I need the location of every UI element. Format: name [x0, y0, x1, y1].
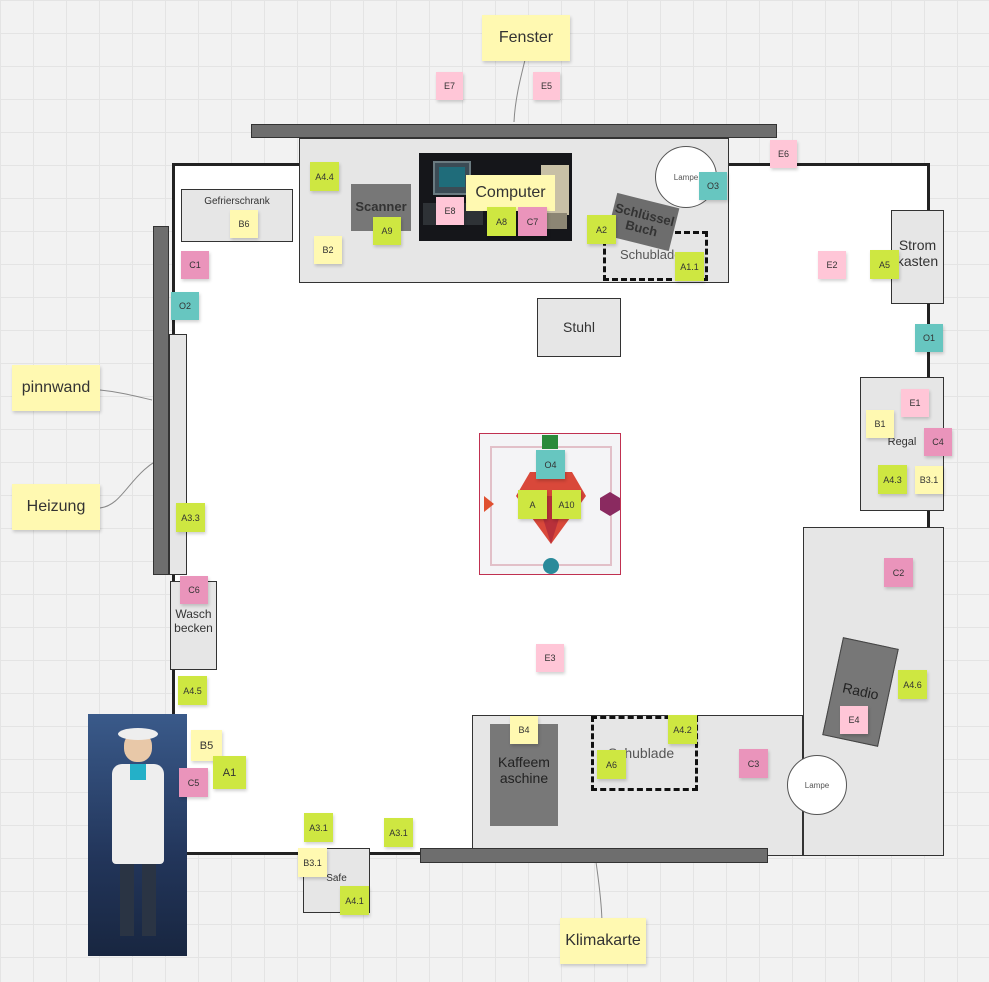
callout-heizung[interactable]: Heizung [12, 484, 100, 530]
professor-image[interactable] [88, 714, 187, 956]
note-c1[interactable]: C1 [181, 251, 209, 279]
gefrierschrank-label: Gefrierschrank [204, 196, 270, 207]
note-a4-6[interactable]: A4.6 [898, 670, 927, 699]
stuhl[interactable]: Stuhl [537, 298, 621, 357]
radio-label: Radio [841, 679, 881, 703]
note-o1[interactable]: O1 [915, 324, 943, 352]
note-o4[interactable]: O4 [536, 450, 565, 479]
lamp-bottom-label: Lampe [804, 780, 830, 790]
note-b3-1-safe[interactable]: B3.1 [298, 848, 327, 877]
note-a4-1[interactable]: A4.1 [340, 886, 369, 915]
note-a1[interactable]: A1 [213, 756, 246, 789]
callout-fenster[interactable]: Fenster [482, 15, 570, 61]
note-a5[interactable]: A5 [870, 250, 899, 279]
note-e1[interactable]: E1 [901, 389, 929, 417]
lab-coat-icon [112, 764, 164, 864]
note-a6[interactable]: A6 [597, 750, 626, 779]
note-b4[interactable]: B4 [510, 716, 538, 744]
stromkasten-label: Strom kasten [896, 237, 939, 270]
note-a8[interactable]: A8 [487, 207, 516, 236]
kaffeemaschine-label: Kaffeem aschine [498, 754, 550, 787]
note-e8[interactable]: E8 [436, 197, 464, 225]
callout-klimakarte[interactable]: Klimakarte [560, 918, 646, 964]
note-b2[interactable]: B2 [314, 236, 342, 264]
waschbecken-label: Wasch becken [174, 607, 213, 635]
note-e3[interactable]: E3 [536, 644, 564, 672]
note-a3-1-left[interactable]: A3.1 [304, 813, 333, 842]
note-b1[interactable]: B1 [866, 410, 894, 438]
stuhl-label: Stuhl [563, 319, 595, 336]
note-a3-1-right[interactable]: A3.1 [384, 818, 413, 847]
stromkasten[interactable]: Strom kasten [891, 210, 944, 304]
note-b3-1-regal[interactable]: B3.1 [915, 466, 943, 494]
note-b5[interactable]: B5 [191, 730, 222, 761]
lamp-bottom[interactable]: Lampe [787, 755, 847, 815]
note-c4[interactable]: C4 [924, 428, 952, 456]
note-e7[interactable]: E7 [436, 72, 463, 100]
note-e6[interactable]: E6 [770, 140, 797, 168]
scanner[interactable]: Scanner [351, 184, 411, 231]
note-a[interactable]: A [518, 490, 547, 519]
note-c2[interactable]: C2 [884, 558, 913, 587]
note-a4-3[interactable]: A4.3 [878, 465, 907, 494]
note-e4[interactable]: E4 [840, 706, 868, 734]
safe-label: Safe [326, 873, 347, 884]
note-c6[interactable]: C6 [180, 576, 208, 604]
schublade-top-label: Schublade [620, 247, 682, 262]
note-a10[interactable]: A10 [552, 490, 581, 519]
note-c3[interactable]: C3 [739, 749, 768, 778]
note-a1-1[interactable]: A1.1 [675, 252, 704, 281]
regal-label: Regal [887, 436, 917, 448]
schluessel-buch-label: Schlüssel Buch [613, 199, 677, 240]
note-b6[interactable]: B6 [230, 210, 258, 238]
note-a4-4[interactable]: A4.4 [310, 162, 339, 191]
note-a4-2[interactable]: A4.2 [668, 715, 697, 744]
note-c7[interactable]: C7 [518, 207, 547, 236]
computer-label-note[interactable]: Computer [466, 175, 555, 211]
callout-pinnwand[interactable]: pinnwand [12, 365, 100, 411]
heizung-bar[interactable] [169, 334, 187, 575]
monitor-icon [433, 161, 471, 195]
note-a4-5[interactable]: A4.5 [178, 676, 207, 705]
pinnwand-bar[interactable] [153, 226, 169, 575]
note-e2[interactable]: E2 [818, 251, 846, 279]
note-c5[interactable]: C5 [179, 768, 208, 797]
note-a2[interactable]: A2 [587, 215, 616, 244]
note-a3-3[interactable]: A3.3 [176, 503, 205, 532]
note-a9[interactable]: A9 [373, 217, 401, 245]
scanner-label: Scanner [355, 199, 407, 215]
klimakarte-bar[interactable] [420, 848, 768, 863]
computer-label: Computer [475, 184, 546, 201]
window-bar[interactable] [251, 124, 777, 138]
note-o2[interactable]: O2 [171, 292, 199, 320]
lamp-top-label: Lampe [673, 172, 699, 182]
note-e5[interactable]: E5 [533, 72, 560, 100]
note-o3[interactable]: O3 [699, 172, 727, 200]
